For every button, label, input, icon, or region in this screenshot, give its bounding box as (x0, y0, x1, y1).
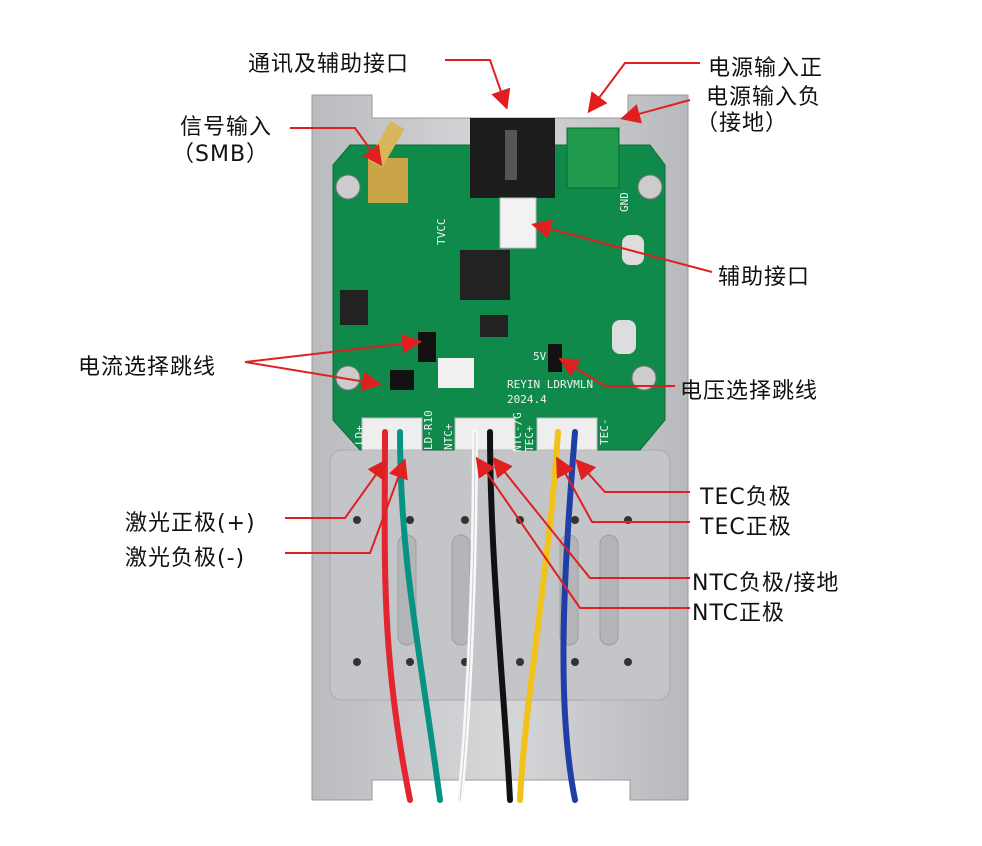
label-ntc-pos: NTC正极 (692, 601, 785, 626)
silk-tec-plus: TEC+ (523, 425, 536, 452)
label-laser-neg: 激光负极(-) (125, 546, 246, 571)
label-power-in-neg-note: （接地） (696, 111, 789, 136)
label-power-in-neg: 电源输入负 (706, 85, 822, 110)
silk-tec-minus: TEC- (598, 419, 611, 446)
silk-ld-minus: LD-R10 (422, 410, 435, 450)
label-signal-input: 信号输入 (180, 115, 273, 140)
silk-5v: 5V (533, 350, 547, 363)
silk-tvcc: TVCC (435, 219, 448, 246)
voltage-jumper (548, 344, 562, 372)
label-ntc-neg: NTC负极/接地 (692, 571, 840, 596)
silk-brand: REYIN LDRVMLN (507, 378, 593, 391)
label-signal-input-note: （SMB） (172, 142, 270, 167)
current-jumper-1 (418, 332, 436, 362)
silk-ntc-minus: NTC-/G (511, 412, 524, 452)
wire-connectors (361, 417, 598, 451)
mcu-chip (460, 250, 510, 300)
silk-gnd: GND (618, 192, 631, 212)
mounting-screws (335, 174, 663, 391)
power-terminal (566, 127, 620, 189)
label-comm-aux-port: 通讯及辅助接口 (248, 52, 410, 77)
aux-connector (499, 197, 537, 249)
silk-ntc-plus: NTC+ (442, 423, 455, 450)
label-laser-pos: 激光正极(+) (125, 511, 256, 536)
silk-date: 2024.4 (507, 393, 547, 406)
label-power-in-pos: 电源输入正 (708, 56, 824, 81)
smb-connector (368, 158, 408, 203)
annotation-arrows (244, 59, 713, 609)
label-aux-port: 辅助接口 (718, 265, 811, 290)
label-tec-neg: TEC负极 (700, 485, 792, 510)
label-tec-pos: TEC正极 (700, 515, 792, 540)
label-voltage-jumper: 电压选择跳线 (680, 379, 819, 404)
current-jumper-2 (390, 370, 414, 390)
silk-ld-plus: LD+ (353, 425, 366, 445)
label-current-jumper: 电流选择跳线 (78, 355, 217, 380)
